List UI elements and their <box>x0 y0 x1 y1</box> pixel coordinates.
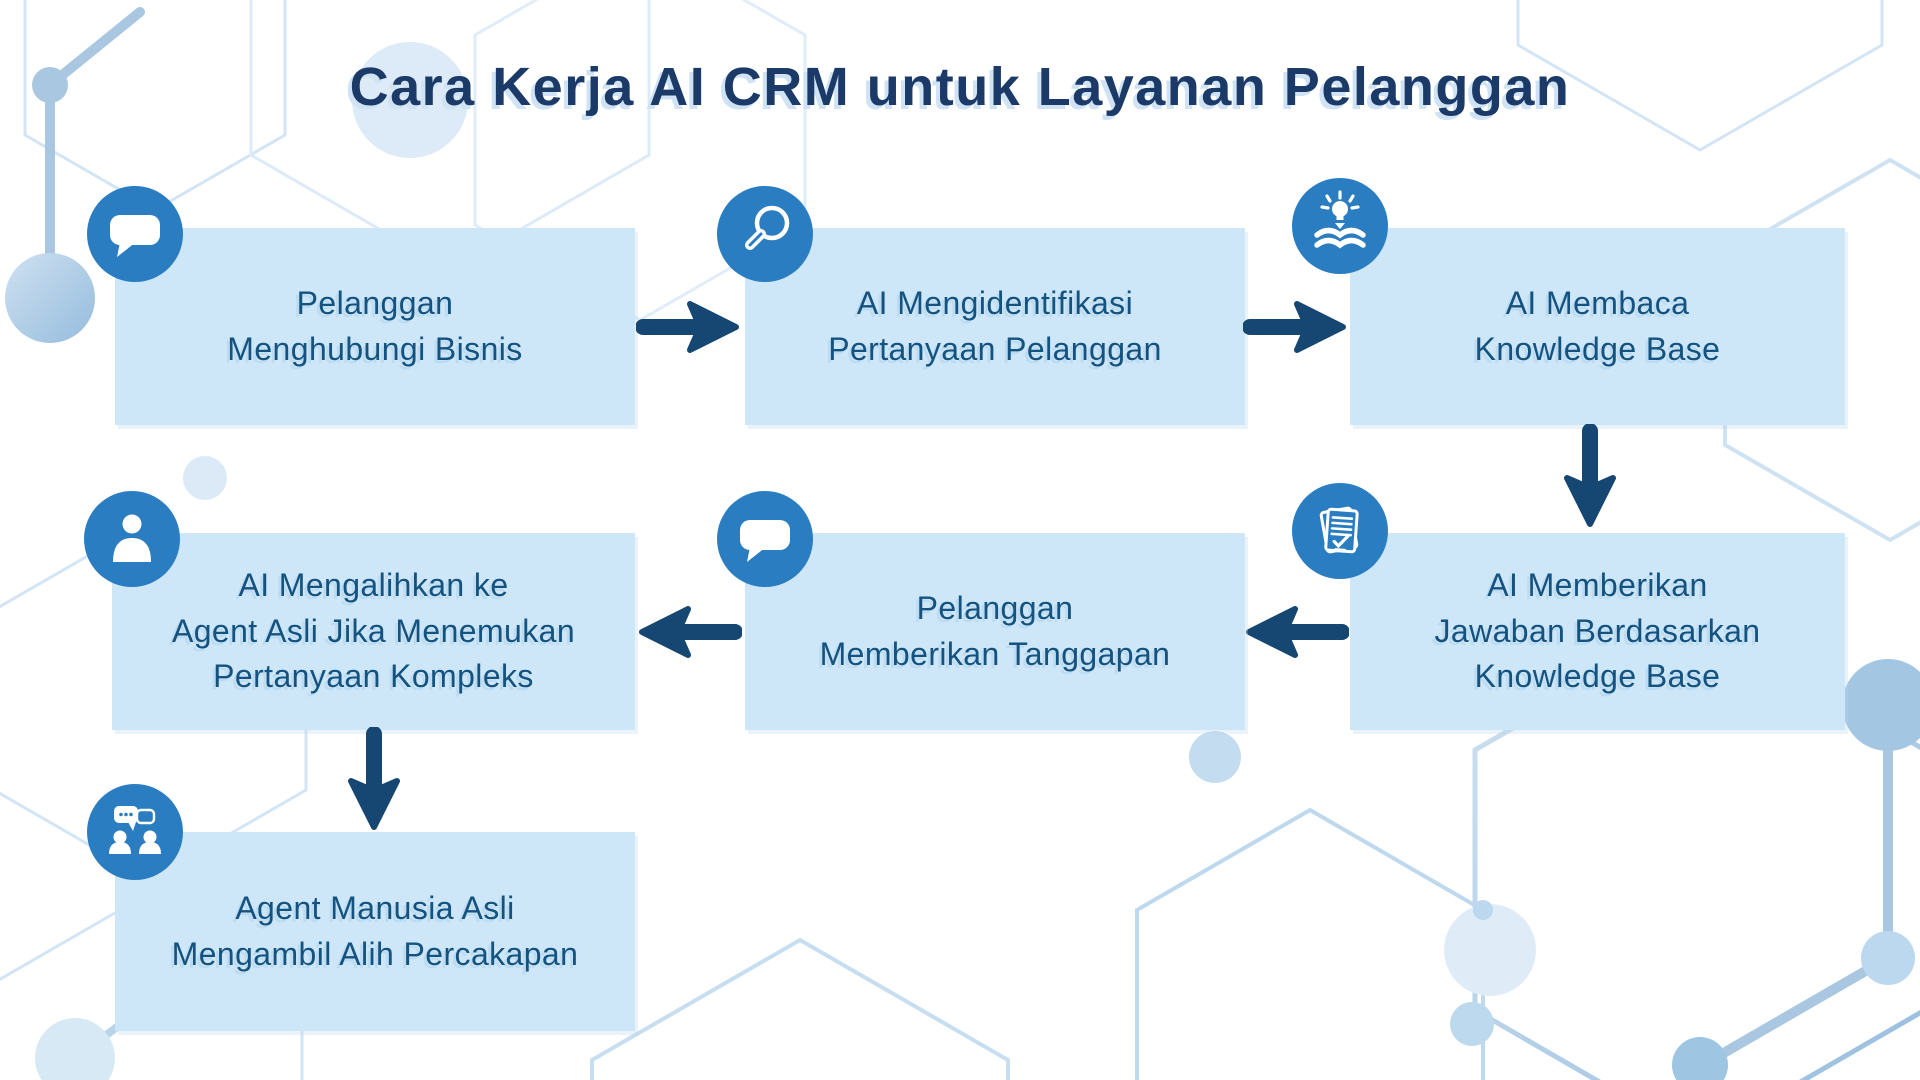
arrow-step3-to-step4 <box>1558 424 1622 530</box>
chat-bubble-icon <box>717 491 813 587</box>
step-label: AI Membaca Knowledge Base <box>1474 285 1721 367</box>
chat-bubble-icon <box>87 186 183 282</box>
person-icon <box>84 491 180 587</box>
arrow-step6-to-step7 <box>342 727 406 833</box>
flow-step-agent-manusia-mengambil-alih: Agent Manusia Asli Mengambil Alih Percak… <box>87 784 635 1031</box>
people-conversation-icon <box>87 784 183 880</box>
step-label: Pelanggan Menghubungi Bisnis <box>227 285 523 367</box>
document-check-icon <box>1292 483 1388 579</box>
step-label: Pelanggan Memberikan Tanggapan <box>819 590 1171 672</box>
flow-step-ai-membaca-knowledge-base: AI Membaca Knowledge Base <box>1292 178 1845 425</box>
flow-step-ai-memberikan-jawaban: AI Memberikan Jawaban Berdasarkan Knowle… <box>1292 483 1845 730</box>
step-label: AI Mengalihkan ke Agent Asli Jika Menemu… <box>171 567 576 695</box>
flow-step-pelanggan-memberikan-tanggapan: Pelanggan Memberikan Tanggapan <box>717 491 1245 730</box>
step-label: AI Mengidentifikasi Pertanyaan Pelanggan <box>828 285 1162 367</box>
arrow-step4-to-step5 <box>1243 600 1349 664</box>
flow-step-pelanggan-menghubungi-bisnis: Pelanggan Menghubungi Bisnis <box>87 186 635 425</box>
flow-step-ai-mengidentifikasi: AI Mengidentifikasi Pertanyaan Pelanggan <box>717 186 1245 425</box>
magnifier-icon <box>717 186 813 282</box>
arrow-step5-to-step6 <box>636 600 742 664</box>
open-book-idea-icon <box>1292 178 1388 274</box>
arrow-step1-to-step2 <box>636 295 742 359</box>
step-label: AI Memberikan Jawaban Berdasarkan Knowle… <box>1434 567 1761 695</box>
page-title: Cara Kerja AI CRM untuk Layanan Pelangga… <box>349 57 1571 117</box>
arrow-step2-to-step3 <box>1243 295 1349 359</box>
flow-step-ai-mengalihkan-ke-agent: AI Mengalihkan ke Agent Asli Jika Menemu… <box>84 491 635 730</box>
step-label: Agent Manusia Asli Mengambil Alih Percak… <box>171 890 579 972</box>
